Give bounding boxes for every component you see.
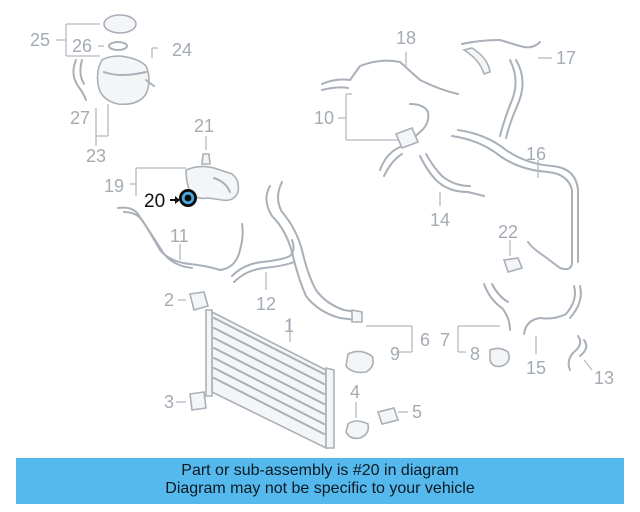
banner-line-2: Diagram may not be specific to your vehi… xyxy=(165,480,475,497)
callout-19: 19 xyxy=(104,176,124,196)
callout-5: 5 xyxy=(412,402,422,422)
callout-26: 26 xyxy=(72,36,92,56)
callout-8: 8 xyxy=(470,344,480,364)
callout-3: 3 xyxy=(164,392,174,412)
callout-9: 9 xyxy=(390,344,400,364)
small-connectors xyxy=(176,291,408,440)
upper-hoses xyxy=(321,39,552,139)
callout-25: 25 xyxy=(30,30,50,50)
callout-15: 15 xyxy=(526,358,546,378)
callout-10: 10 xyxy=(314,108,334,128)
callout-17: 17 xyxy=(556,48,576,68)
callout-20: 20 xyxy=(144,191,165,212)
callout-14: 14 xyxy=(430,210,450,230)
banner-line-1: Part or sub-assembly is #20 in diagram xyxy=(181,462,459,479)
hose-12 xyxy=(231,239,295,290)
expansion-tank-group xyxy=(56,14,158,146)
callout-2: 2 xyxy=(164,290,174,310)
lower-right-hoses xyxy=(366,283,593,371)
callout-7: 7 xyxy=(440,330,450,350)
thermostat-housing xyxy=(130,136,240,207)
callout-27: 27 xyxy=(70,108,90,128)
callout-labels: 25 26 24 18 17 27 10 23 21 16 19 20 14 2… xyxy=(30,28,614,422)
callout-21: 21 xyxy=(194,116,214,136)
callout-18: 18 xyxy=(396,28,416,48)
fitting-22 xyxy=(502,240,524,273)
info-banner: Part or sub-assembly is #20 in diagram D… xyxy=(16,458,624,504)
callout-22: 22 xyxy=(498,222,518,242)
parts-diagram: 25 26 24 18 17 27 10 23 21 16 19 20 14 2… xyxy=(30,14,614,450)
callout-13: 13 xyxy=(594,368,614,388)
callout-4: 4 xyxy=(350,382,360,402)
callout-16: 16 xyxy=(526,144,546,164)
radiator xyxy=(205,309,335,450)
hose-14 xyxy=(419,153,485,206)
hose-16 xyxy=(451,129,579,271)
pipe-11 xyxy=(117,206,244,271)
callout-23: 23 xyxy=(86,146,106,166)
hose-group-10 xyxy=(338,93,430,177)
callout-1: 1 xyxy=(284,316,294,336)
callout-11: 11 xyxy=(170,226,189,246)
callout-12: 12 xyxy=(256,294,276,314)
callout-6: 6 xyxy=(420,330,430,350)
callout-24: 24 xyxy=(172,40,192,60)
lower-radiator-hose xyxy=(265,181,363,323)
